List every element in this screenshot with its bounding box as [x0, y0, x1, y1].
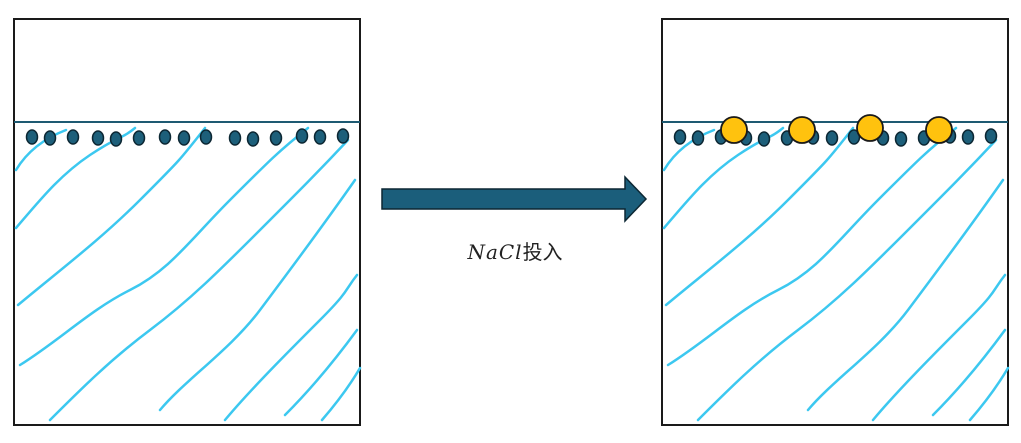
surfactant-molecule: [313, 129, 327, 145]
right-arrow-icon: [381, 175, 648, 223]
right-beaker-frame: [661, 18, 1009, 426]
surfactant-molecule: [984, 128, 998, 144]
surfactant-molecule: [961, 129, 975, 145]
surfactant-molecule: [177, 130, 191, 146]
right-beaker: [661, 18, 1010, 426]
surfactant-molecule: [336, 128, 350, 144]
surfactant-molecule: [43, 130, 57, 146]
arrow-label: NaCl投入: [380, 236, 650, 265]
arrow-label-formula: NaCl: [467, 240, 523, 264]
surfactant-molecule: [199, 129, 213, 145]
surfactant-molecule: [91, 130, 105, 146]
right-water-lines: [662, 126, 1010, 422]
arrow-label-suffix: 投入: [522, 240, 563, 264]
salt-ions: [720, 114, 953, 144]
left-surface-molecules: [25, 128, 350, 147]
left-water-lines: [14, 126, 362, 422]
surfactant-molecule: [158, 129, 172, 145]
left-beaker: [13, 18, 362, 426]
surfactant-molecule: [757, 131, 771, 147]
salt-ion: [856, 114, 884, 142]
surfactant-molecule: [691, 130, 705, 146]
surfactant-molecule: [132, 130, 146, 146]
surfactant-molecule: [25, 129, 39, 145]
surfactant-molecule: [109, 131, 123, 147]
right-surface-molecules: [673, 128, 998, 147]
salt-ion: [720, 116, 748, 144]
surfactant-molecule: [66, 129, 80, 145]
surfactant-molecule: [269, 130, 283, 146]
surfactant-molecule: [894, 131, 908, 147]
surfactant-molecule: [825, 130, 839, 146]
surfactant-molecule: [673, 129, 687, 145]
left-beaker-frame: [13, 18, 361, 426]
salt-ion: [925, 116, 953, 144]
surfactant-molecule: [295, 128, 309, 144]
surfactant-molecule: [228, 130, 242, 146]
surfactant-molecule: [246, 131, 260, 147]
salt-ion: [788, 116, 816, 144]
